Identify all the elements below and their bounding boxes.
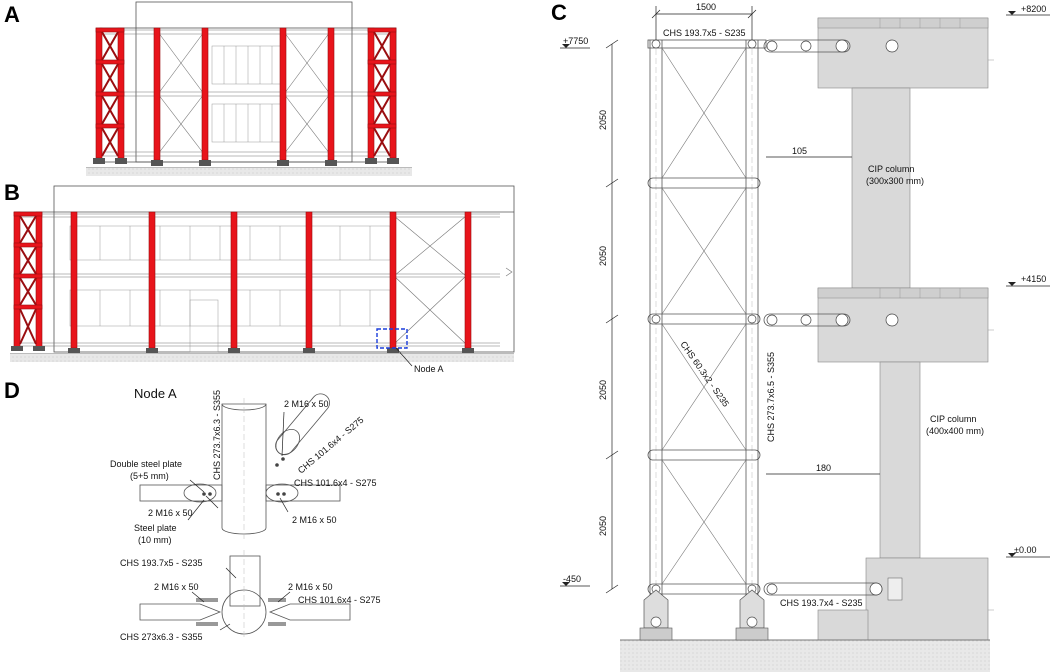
panel-d-letter: D [4, 378, 20, 403]
panel-a-right-tower [367, 27, 397, 159]
panel-a: A [4, 1, 412, 176]
panel-d: D Node A [4, 378, 381, 642]
d-label-col-vertical: CHS 273.7x6.3 - S355 [212, 390, 222, 480]
level-0: ±0.00 [1014, 545, 1036, 555]
d-label-sec-bolt-right: 2 M16 x 50 [288, 582, 333, 592]
d-label-double-plate-1: Double steel plate [110, 459, 182, 469]
panel-c-brace-label: CHS 60.3x2 - S235 [678, 339, 731, 408]
panel-c-concrete [817, 17, 994, 641]
panel-b-columns [70, 211, 472, 349]
panel-b-building [53, 185, 515, 353]
panel-c-height-4: 2050 [598, 516, 608, 536]
panel-c-offset-105: 105 [792, 146, 807, 156]
panel-c-tie-label: CHS 193.7x4 - S235 [780, 598, 863, 608]
panel-a-building [135, 1, 353, 163]
level-4150: +4150 [1021, 274, 1046, 284]
panel-c-ties [763, 39, 903, 601]
panel-c-cip-upper-1: CIP column [868, 164, 914, 174]
level-8200: +8200 [1021, 4, 1046, 14]
panel-c-levels: +7750 -450 +8200 +4150 ±0.00 [560, 4, 1050, 587]
panel-c-cip-lower-2: (400x400 mm) [926, 426, 984, 436]
panel-d-title: Node A [134, 386, 177, 401]
d-label-sec-right: CHS 101.6x4 - S275 [298, 595, 381, 605]
d-label-diag: CHS 101.6x4 - S275 [296, 415, 366, 476]
d-label-sec-bottom: CHS 273x6.3 - S355 [120, 632, 203, 642]
panel-b-left-tower [13, 211, 43, 349]
panel-a-letter: A [4, 2, 20, 27]
d-label-steel-plate-2: (10 mm) [138, 535, 172, 545]
d-label-sec-top: CHS 193.7x5 - S235 [120, 558, 203, 568]
panel-c-height-2: 2050 [598, 246, 608, 266]
panel-c-letter: C [551, 0, 567, 25]
level-minus-450: -450 [563, 574, 581, 584]
panel-b: B [4, 180, 515, 374]
panel-c-top-chord-label: CHS 193.7x5 - S235 [663, 28, 746, 38]
panel-c: C [551, 0, 1050, 672]
d-label-bolt-right: 2 M16 x 50 [292, 515, 337, 525]
d-label-steel-plate-1: Steel plate [134, 523, 177, 533]
d-label-bolt-top: 2 M16 x 50 [284, 399, 329, 409]
panel-c-column-label: CHS 273.7x6.5 - S355 [766, 352, 776, 442]
panel-c-height-1: 2050 [598, 110, 608, 130]
level-7750: +7750 [563, 36, 588, 46]
d-label-double-plate-2: (5+5 mm) [130, 471, 169, 481]
panel-b-node-a-label: Node A [414, 364, 444, 374]
panel-c-tower [639, 39, 769, 641]
panel-d-elevation [139, 393, 341, 540]
panel-c-offset-180: 180 [816, 463, 831, 473]
panel-c-height-3: 2050 [598, 380, 608, 400]
panel-a-left-tower [95, 27, 125, 159]
panel-a-columns [153, 27, 335, 161]
panel-c-cip-lower-1: CIP column [930, 414, 976, 424]
panel-c-width-1500: 1500 [696, 2, 716, 12]
panel-d-section [139, 550, 351, 640]
d-label-horiz-right: CHS 101.6x4 - S275 [294, 478, 377, 488]
panel-c-cip-upper-2: (300x300 mm) [866, 176, 924, 186]
d-label-sec-bolt-left: 2 M16 x 50 [154, 582, 199, 592]
panel-b-letter: B [4, 180, 20, 205]
d-label-bolt-left: 2 M16 x 50 [148, 508, 193, 518]
panel-b-node-a-box [376, 328, 408, 349]
